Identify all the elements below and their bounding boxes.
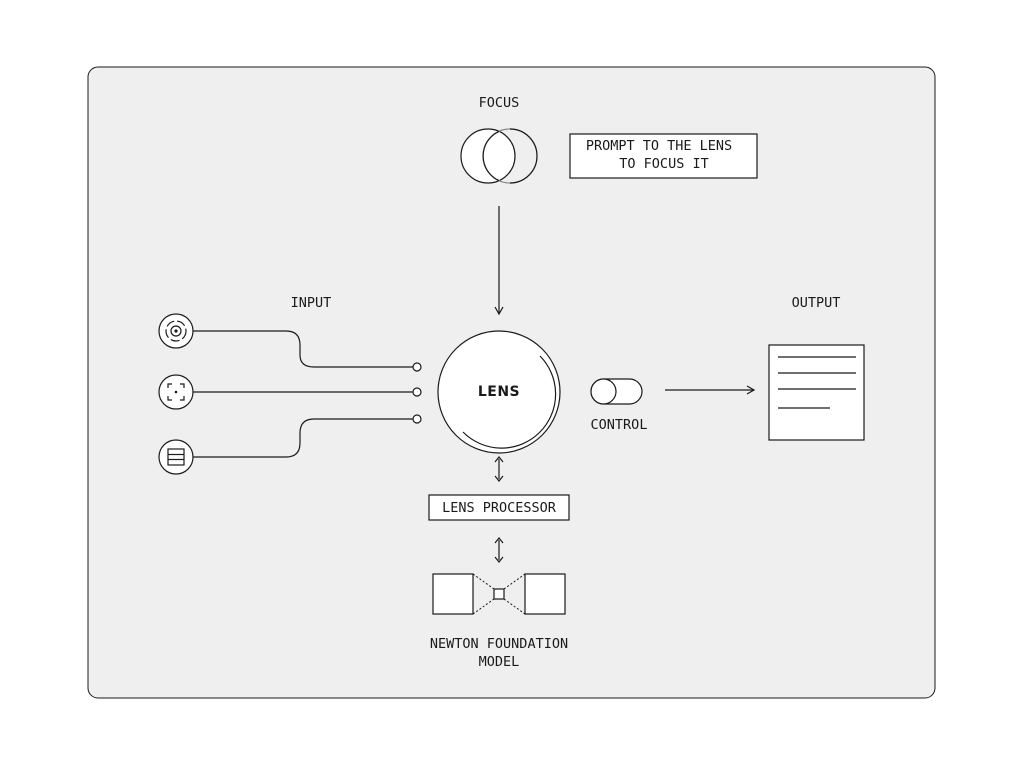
- input-port-1: [412, 362, 422, 372]
- focus-prompt-line2: TO FOCUS IT: [619, 156, 708, 172]
- lens-processor-box: LENS PROCESSOR: [428, 494, 570, 521]
- focus-prompt-line1: PROMPT TO THE LENS: [586, 138, 732, 154]
- lens-label: LENS: [478, 384, 520, 400]
- input-port-2: [412, 387, 422, 397]
- toggle-icon: [590, 378, 643, 405]
- processor-model-bidirectional-arrow: [494, 537, 504, 563]
- document-icon: [768, 344, 865, 441]
- network-icon: [432, 573, 566, 615]
- model-label-line1: NEWTON FOUNDATION: [430, 636, 568, 652]
- input-label: INPUT: [291, 295, 332, 311]
- output-label: OUTPUT: [792, 295, 841, 311]
- input-port-3: [412, 414, 422, 424]
- list-icon: [158, 439, 194, 475]
- control-label: CONTROL: [591, 417, 648, 433]
- input-connector-1: [193, 330, 413, 368]
- lens-processor-label: LENS PROCESSOR: [442, 500, 557, 516]
- focus-frame-icon: [158, 374, 194, 410]
- focus-prompt-box: PROMPT TO THE LENS TO FOCUS IT: [569, 133, 758, 179]
- target-icon: [158, 313, 194, 349]
- model-label-line2: MODEL: [479, 654, 520, 670]
- input-connector-3: [193, 418, 413, 458]
- focus-lens-icon: [460, 128, 538, 184]
- lens-processor-bidirectional-arrow: [494, 456, 504, 482]
- lens-node: LENS: [437, 330, 561, 454]
- focus-label: FOCUS: [479, 95, 520, 111]
